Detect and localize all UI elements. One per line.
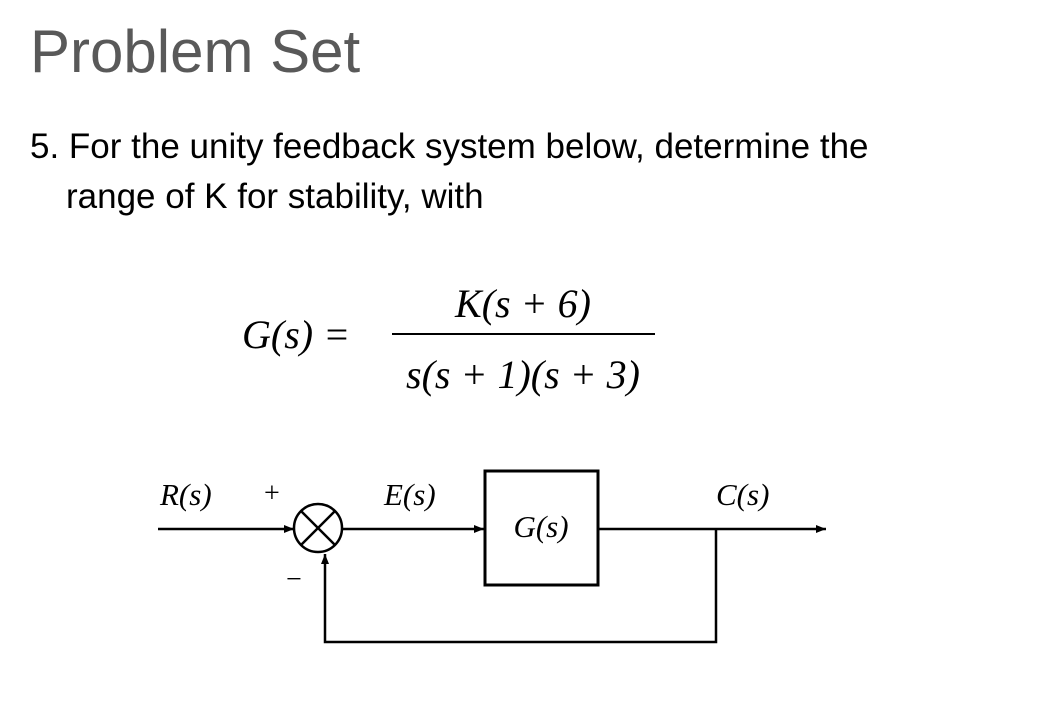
equation-numerator: K(s + 6)	[454, 281, 591, 326]
equation-denominator: s(s + 1)(s + 3)	[406, 352, 640, 397]
summing-junction	[292, 502, 344, 554]
input-label: R(s)	[159, 477, 212, 512]
error-label: E(s)	[383, 477, 436, 512]
equation-lhs: G(s) =	[242, 312, 350, 357]
block-label: G(s)	[513, 509, 568, 544]
minus-sign: −	[286, 564, 302, 595]
problem-statement-line-1: 5. For the unity feedback system below, …	[30, 127, 869, 166]
block-diagram: R(s) + − E(s) G(s) C(s)	[158, 469, 826, 644]
plus-sign: +	[264, 478, 280, 509]
transfer-function-equation: G(s) = K(s + 6) s(s + 1)(s + 3)	[242, 281, 655, 397]
problem-statement-line-2: range of K for stability, with	[66, 177, 484, 216]
page-title: Problem Set	[30, 18, 361, 85]
feedback-path	[321, 529, 718, 644]
output-label: C(s)	[716, 477, 769, 512]
